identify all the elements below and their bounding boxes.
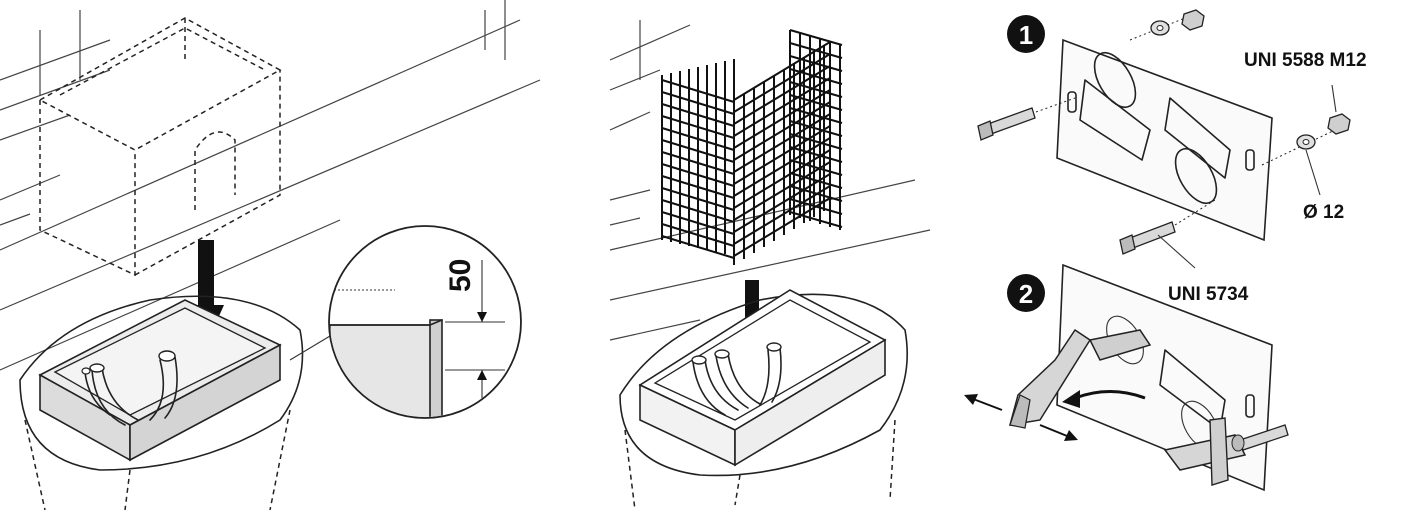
mesh-bar: [733, 77, 831, 137]
anchor-bracket-left: [1008, 328, 1152, 429]
mesh-bar: [661, 91, 735, 115]
mesh-bar: [789, 29, 843, 46]
mesh-bar: [789, 81, 843, 98]
mesh-bar: [789, 159, 843, 176]
step-1-number: 1: [1019, 20, 1033, 50]
mesh-bar: [733, 89, 831, 149]
plate-1: [1056, 38, 1273, 242]
panel-foundation-plate: 1: [964, 9, 1367, 492]
mesh-bar: [661, 79, 735, 103]
mesh-bar: [661, 199, 735, 223]
mesh-bar: [661, 235, 735, 259]
step-2-number: 2: [1019, 279, 1033, 309]
mesh-bar: [733, 101, 831, 161]
bolt-2: [1119, 199, 1216, 269]
mesh-bar: [733, 149, 831, 209]
cable-pit-2: [619, 289, 908, 511]
bolt-label: UNI 5734: [1168, 284, 1249, 305]
mesh-bar: [789, 120, 843, 137]
wall-background: [0, 0, 541, 371]
mesh-bar: [661, 163, 735, 187]
washer-nut-right: [1261, 84, 1351, 196]
nut-label: UNI 5588 M12: [1244, 50, 1367, 71]
mesh-bar: [733, 161, 831, 221]
washer-nut-top: [1129, 9, 1205, 41]
reinforcement-mesh: [661, 29, 843, 265]
mesh-bar: [733, 197, 831, 257]
pull-arrows: [964, 394, 1078, 441]
step-1-badge: [1007, 15, 1045, 53]
mesh-bar: [661, 103, 735, 127]
mesh-bar: [789, 211, 843, 228]
mesh-bar: [661, 187, 735, 211]
depth-label: 50: [444, 259, 477, 292]
mesh-bar: [733, 41, 831, 101]
panel-mesh: [609, 20, 931, 511]
mesh-bar: [733, 125, 831, 185]
mesh-bar: [733, 173, 831, 233]
step-1: 1: [977, 9, 1367, 305]
bolt-1: [977, 97, 1076, 141]
step-2: 2: [964, 263, 1289, 492]
formwork-box-dashed: [38, 17, 282, 277]
mesh-bar: [789, 172, 843, 189]
mesh-bar: [733, 113, 831, 173]
mesh-bar: [661, 175, 735, 199]
rotate-arrow: [1062, 390, 1146, 408]
mesh-bar: [789, 198, 843, 215]
washer-label: Ø 12: [1303, 202, 1344, 223]
mesh-bar: [789, 146, 843, 163]
mesh-bar: [661, 151, 735, 175]
mesh-bar: [789, 55, 843, 72]
mesh-bar: [661, 223, 735, 247]
panel-formwork: 50: [0, 0, 541, 511]
mesh-bar: [661, 115, 735, 139]
mesh-bar: [661, 127, 735, 151]
mesh-bar: [789, 94, 843, 111]
mesh-bar: [789, 42, 843, 59]
mesh-bar: [733, 185, 831, 245]
wall-background-2: [609, 20, 931, 341]
mesh-bar: [789, 185, 843, 202]
mesh-bar: [789, 107, 843, 124]
cable-pit-1: [19, 295, 304, 511]
detail-magnifier: 50: [289, 225, 522, 419]
mesh-bar: [789, 68, 843, 85]
anchor-bracket-right: [1163, 417, 1289, 486]
mesh-bar: [661, 139, 735, 163]
step-2-badge: [1007, 274, 1045, 312]
mesh-bar: [661, 211, 735, 235]
mesh-bar: [733, 137, 831, 197]
mesh-bar: [789, 133, 843, 150]
